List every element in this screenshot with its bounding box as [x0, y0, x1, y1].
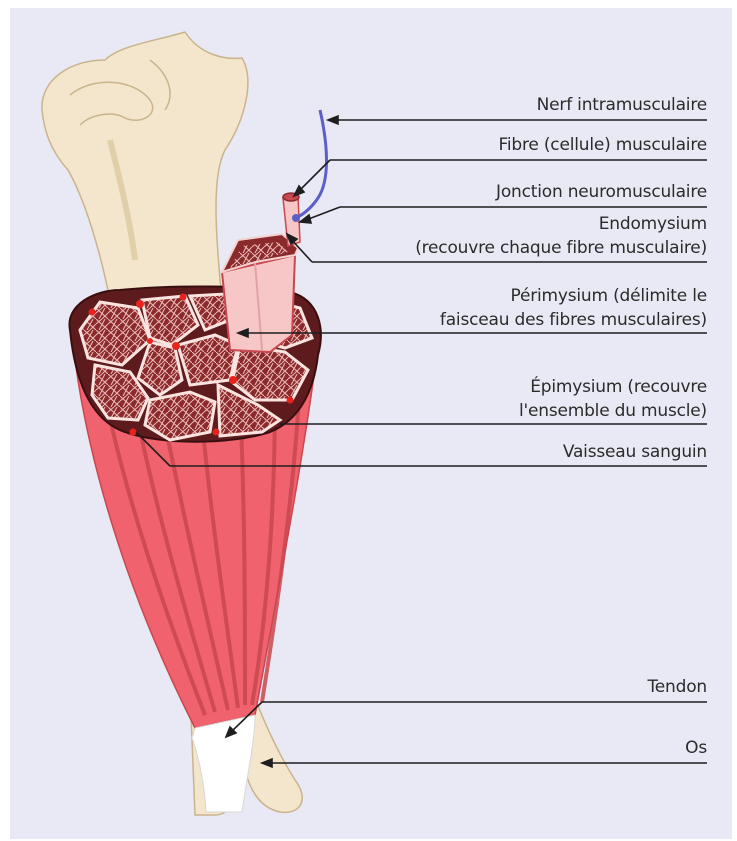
label-epimysium-title: Épimysium (recouvre	[530, 376, 707, 398]
label-tendon: Tendon	[648, 676, 708, 698]
intramuscular-nerve	[296, 110, 327, 218]
neuromuscular-junction	[292, 214, 300, 222]
label-os: Os	[685, 737, 707, 759]
label-endomysium-detail: (recouvre chaque fibre musculaire)	[415, 237, 707, 259]
label-fibre-musculaire: Fibre (cellule) musculaire	[499, 134, 707, 156]
label-jonction-neuromusculaire: Jonction neuromusculaire	[496, 181, 707, 203]
label-endomysium-title: Endomysium	[599, 213, 707, 235]
label-vaisseau-sanguin: Vaisseau sanguin	[563, 441, 707, 463]
fascicle-bundle	[222, 193, 300, 352]
label-epimysium-detail: l'ensemble du muscle)	[519, 400, 707, 422]
label-nerf-intramusculaire: Nerf intramusculaire	[537, 94, 707, 116]
label-perimysium-detail: faisceau des fibres musculaires)	[440, 309, 707, 331]
label-perimysium-title: Périmysium (délimite le	[511, 285, 707, 307]
